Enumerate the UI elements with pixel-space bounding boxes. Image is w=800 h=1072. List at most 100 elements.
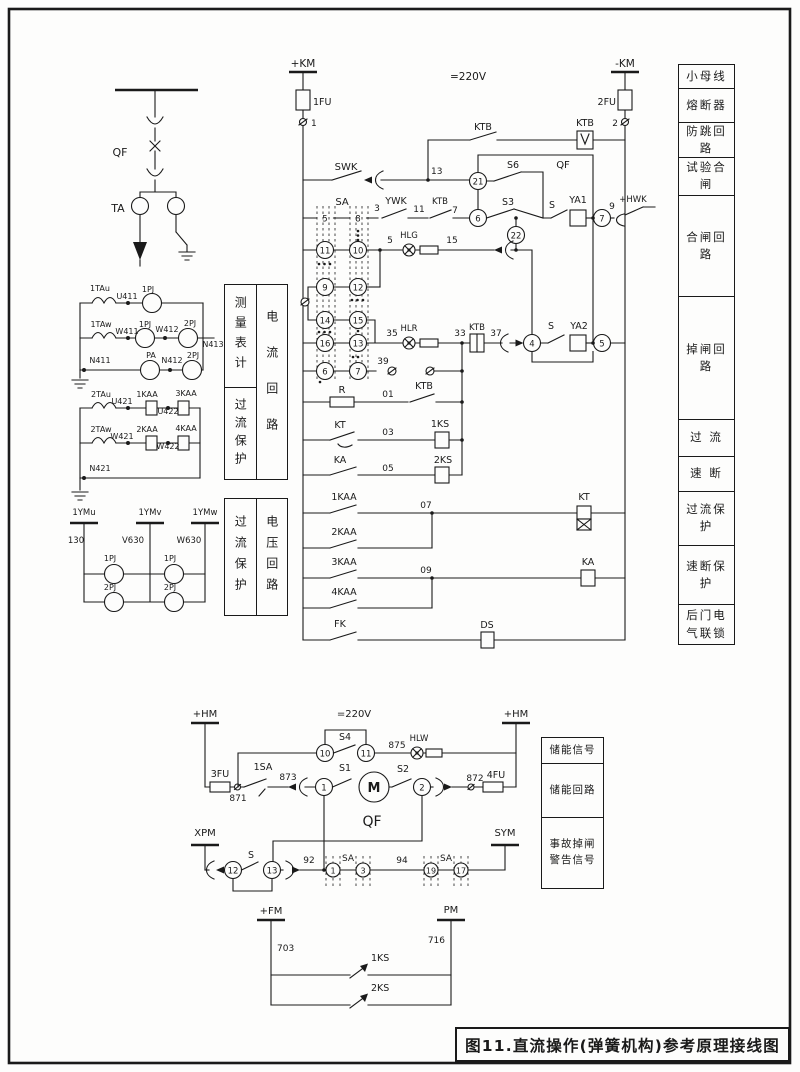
- label-pj2-v1: 2PJ: [104, 583, 116, 592]
- label-pj2-v2: 2PJ: [164, 583, 176, 592]
- label-wire-3: 3: [374, 204, 380, 214]
- terminal-10: [348, 240, 368, 260]
- meter-1pj: [141, 292, 163, 314]
- meter-1pj: [163, 563, 185, 585]
- label-wire-2: 2: [612, 119, 618, 129]
- meter-2pj: [177, 327, 199, 349]
- arc-contact-icon: [615, 213, 625, 227]
- legend-cell-voltage-loop: 电压回路: [257, 499, 288, 615]
- meter-2pj: [163, 591, 185, 613]
- label-kaa2-contact: 2KAA: [331, 527, 357, 538]
- label-c5-trip: 5: [599, 340, 604, 350]
- label-wire-09: 09: [420, 566, 432, 576]
- label-ta-1u: 1TAu: [90, 284, 110, 293]
- ct-icon: [166, 196, 186, 216]
- ks2-coil-icon: [434, 466, 450, 484]
- label-n421: N421: [89, 464, 110, 473]
- meter-2pj: [181, 359, 203, 381]
- legend-item: 储能信号: [542, 738, 603, 764]
- label-wire-35: 35: [386, 329, 397, 339]
- ktb-coil-icon: [576, 130, 594, 150]
- label-bus-sym: SYM: [494, 828, 515, 839]
- ya2-coil-icon: [569, 334, 587, 352]
- arc-contact-icon: [205, 860, 215, 880]
- label-v630: V630: [122, 536, 144, 546]
- legend-measurement-box: 测量表计 过流保护 电流回路: [224, 284, 288, 480]
- label-swk-contact: SWK: [335, 162, 358, 173]
- breaker-icon: [149, 140, 161, 152]
- page-border: [7, 7, 792, 1065]
- label-sa1-contact: 1SA: [254, 762, 273, 773]
- legend-item: 事故掉闸警告信号: [549, 838, 596, 866]
- label-sa-c17: 17: [456, 867, 466, 876]
- label-wire-39: 39: [377, 357, 389, 367]
- label-wire-872: 872: [466, 774, 483, 784]
- ct-coil-icon: [91, 436, 117, 445]
- label-ta-2u: 2TAu: [91, 390, 111, 399]
- label-pj1-a: 1PJ: [142, 285, 154, 294]
- arrow-icon: [515, 339, 524, 347]
- label-fuse-4fu: 4FU: [487, 770, 506, 781]
- label-bus-fm: +FM: [260, 906, 283, 917]
- ground-icon: [178, 251, 196, 261]
- label-ym-v: 1YMv: [139, 508, 162, 518]
- label-sa-c1: 1: [330, 867, 335, 876]
- cable-arrow-icon: [133, 242, 147, 260]
- label-s6-contact: S6: [507, 160, 519, 171]
- label-ywk-contact: YWK: [384, 196, 407, 207]
- label-wire-03: 03: [382, 428, 393, 438]
- label-bus-km-pos: +KM: [291, 58, 316, 70]
- label-w630: W630: [177, 536, 202, 546]
- label-kt-coil: KT: [578, 492, 589, 503]
- legend-item: 防跳回路: [679, 123, 734, 158]
- label-pa-meter: PA: [146, 351, 156, 360]
- meter-pa: [139, 359, 161, 381]
- legend-cell-overcurrent2: 过流保护: [225, 499, 256, 615]
- terminal-13: [348, 333, 368, 353]
- label-wire-875: 875: [388, 741, 405, 751]
- legend-item: 熔断器: [679, 89, 734, 123]
- label-c15: 15: [353, 317, 364, 327]
- label-u411: U411: [116, 292, 137, 301]
- label-wire-11: 11: [413, 205, 424, 215]
- legend-item: 小母线: [679, 65, 734, 89]
- label-wire-13: 13: [431, 167, 442, 177]
- voltage-circuit: [70, 521, 219, 613]
- label-kaa3-contact: 3KAA: [331, 557, 357, 568]
- phi-terminal-icon: [620, 117, 630, 127]
- legend-item: 试验合闸: [679, 158, 734, 196]
- label-kaa1-coil: 1KAA: [136, 390, 158, 399]
- sa-terminal-3: [355, 862, 371, 878]
- label-bus-km-neg: -KM: [615, 58, 635, 70]
- sa-terminal-1: [325, 862, 341, 878]
- meter-2pj: [103, 591, 125, 613]
- ct-coil-icon: [91, 296, 117, 305]
- resistor-icon: [425, 748, 443, 758]
- label-ks2-coil: 2KS: [434, 455, 452, 466]
- figure-caption: 图11.直流操作(弹簧机构)参考原理接线图: [455, 1027, 790, 1062]
- control-circuit: [289, 70, 656, 649]
- phi-terminal-icon: [298, 117, 308, 127]
- resistor-icon: [419, 338, 439, 348]
- label-wire-33: 33: [454, 329, 465, 339]
- meter-1pj: [134, 327, 156, 349]
- label-s2-contact: S2: [397, 764, 409, 775]
- legend-item: 速 断: [679, 457, 734, 492]
- label-ym-u: 1YMu: [72, 508, 95, 518]
- legend-label: 过流保护: [233, 397, 248, 470]
- motor-circuit: [191, 721, 530, 892]
- label-wire-703: 703: [277, 944, 294, 954]
- legend-item: 过 流: [679, 420, 734, 457]
- legend-item: 掉闸回路: [679, 297, 734, 420]
- arrow-icon: [216, 866, 224, 874]
- legend-label: 电压回路: [264, 515, 279, 599]
- label-voltage-top: =220V: [450, 71, 487, 83]
- label-sa-c19: 19: [426, 867, 436, 876]
- legend-item: 后门电气联锁: [686, 608, 727, 640]
- label-ta-2w: 2TAw: [90, 425, 112, 434]
- label-ktb-coil: KTB: [576, 118, 594, 129]
- label-sa-switch: SA: [335, 197, 349, 208]
- label-pj2-a: 2PJ: [184, 319, 196, 328]
- ground-icon: [71, 379, 89, 389]
